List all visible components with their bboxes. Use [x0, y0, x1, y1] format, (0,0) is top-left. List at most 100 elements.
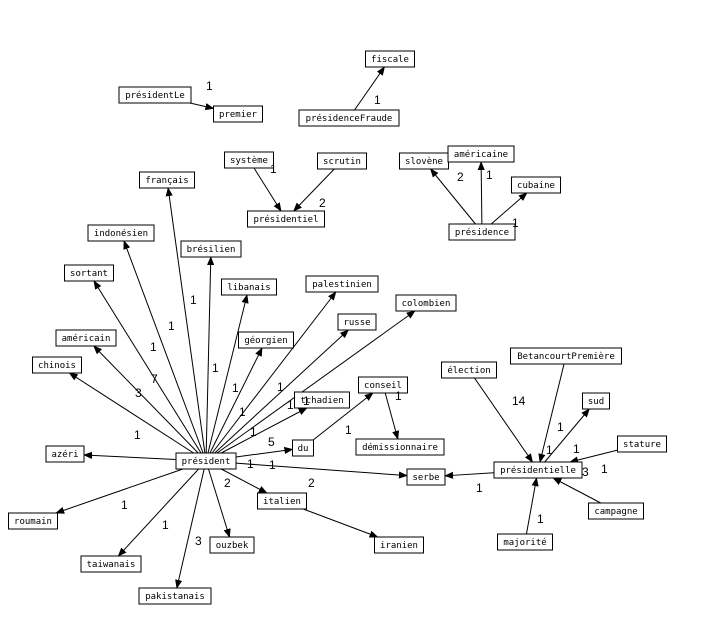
node-label: système	[230, 155, 268, 166]
node-label: conseil	[364, 381, 402, 391]
node-box	[118, 86, 192, 104]
node-box	[448, 223, 516, 241]
edge-president-americain	[93, 345, 199, 454]
edge-weight-label: 1	[601, 462, 608, 476]
edge-du-conseil	[312, 392, 374, 441]
edge-president-georgien	[209, 347, 263, 454]
node-box	[294, 391, 350, 409]
node-presidentLe: présidentLe	[118, 86, 192, 104]
node-label: taiwanais	[87, 560, 136, 570]
node-presidenceFraude: présidenceFraude	[298, 109, 400, 127]
node-label: présidentLe	[125, 90, 185, 101]
node-iranien: iranien	[374, 536, 424, 554]
node-box	[365, 50, 415, 68]
node-label: majorité	[503, 537, 546, 548]
edge-president-palestinien	[211, 291, 337, 454]
node-label: américaine	[454, 149, 508, 160]
node-box	[257, 492, 307, 510]
node-bresilien: brésilien	[180, 240, 242, 258]
node-box	[238, 331, 294, 349]
edge-weight-label: 1	[150, 340, 157, 354]
node-slovene: slovène	[399, 152, 449, 170]
edge-president-serbe	[235, 462, 408, 479]
node-label: géorgien	[244, 335, 287, 346]
node-label: présidenceFraude	[306, 113, 393, 124]
node-palestinien: palestinien	[305, 275, 379, 293]
edge-weight-label: 2	[308, 476, 315, 490]
node-georgien: géorgien	[238, 331, 294, 349]
node-label: chinois	[38, 361, 76, 371]
node-box	[582, 392, 610, 410]
edge-presidence-slovene	[429, 168, 476, 225]
node-box	[358, 376, 408, 394]
node-election: élection	[441, 361, 497, 379]
edge-weight-label: 1	[247, 457, 254, 471]
node-label: colombien	[402, 299, 451, 309]
node-box	[447, 145, 515, 163]
node-label: palestinien	[312, 280, 372, 290]
edge-betancourtPremiere-presidentielle	[538, 363, 565, 463]
node-conseil: conseil	[358, 376, 408, 394]
node-box	[32, 356, 82, 374]
node-box	[139, 171, 195, 189]
edge-president-taiwanais	[117, 468, 199, 557]
node-box	[64, 264, 114, 282]
edges-layer	[55, 66, 618, 589]
node-box	[317, 152, 367, 170]
edge-weight-label: 1	[270, 162, 277, 176]
node-label: français	[145, 176, 188, 186]
edge-weight-label: 1	[395, 389, 402, 403]
edge-scrutin-presidentiel	[293, 168, 335, 212]
node-presidentielle: présidentielle	[493, 461, 583, 479]
node-label: pakistanais	[145, 592, 205, 602]
edge-president-italien	[220, 468, 268, 494]
edge-stature-presidentielle	[569, 449, 618, 464]
node-box	[45, 445, 85, 463]
node-box	[497, 533, 553, 551]
edge-weight-label: 1	[303, 394, 310, 408]
node-box	[247, 210, 325, 228]
node-box	[374, 536, 424, 554]
node-label: iranien	[380, 541, 418, 551]
node-box	[395, 294, 457, 312]
node-du: du	[292, 439, 314, 457]
edge-italien-iranien	[303, 508, 379, 538]
node-label: russe	[343, 318, 370, 328]
node-label: président	[182, 456, 231, 467]
edge-president-russe	[214, 329, 349, 454]
node-box	[80, 555, 142, 573]
node-label: présidentiel	[253, 214, 318, 225]
node-box	[298, 109, 400, 127]
edge-president-libanais	[207, 294, 249, 454]
edge-weight-label: 1	[476, 481, 483, 495]
edge-president-francais	[165, 187, 206, 454]
node-ouzbek: ouzbek	[209, 536, 255, 554]
node-sud: sud	[582, 392, 610, 410]
node-label: italien	[263, 497, 301, 507]
edge-president-indonesien	[123, 240, 204, 454]
node-americaine: américaine	[447, 145, 515, 163]
node-label: brésilien	[187, 244, 236, 255]
edge-weight-label: 1	[212, 361, 219, 375]
node-label: tchadien	[300, 396, 343, 406]
node-label: slovène	[405, 156, 443, 167]
node-betancourtPremiere: BetancourtPremière	[510, 347, 622, 365]
node-scrutin: scrutin	[317, 152, 367, 170]
node-label: serbe	[412, 473, 439, 483]
node-box	[355, 438, 445, 456]
edge-weight-label: 1	[287, 398, 294, 412]
node-label: azéri	[51, 449, 78, 460]
node-chinois: chinois	[32, 356, 82, 374]
edge-weight-label: 1	[134, 428, 141, 442]
edge-presidentielle-sud	[544, 408, 590, 463]
node-label: premier	[219, 110, 258, 120]
edge-weight-label: 2	[224, 476, 231, 490]
edge-president-ouzbek	[207, 468, 231, 538]
edge-presidentielle-serbe	[444, 471, 495, 479]
edge-weight-label: 1	[512, 216, 519, 230]
node-stature: stature	[617, 435, 667, 453]
node-label: sortant	[70, 269, 108, 279]
node-fiscale: fiscale	[365, 50, 415, 68]
